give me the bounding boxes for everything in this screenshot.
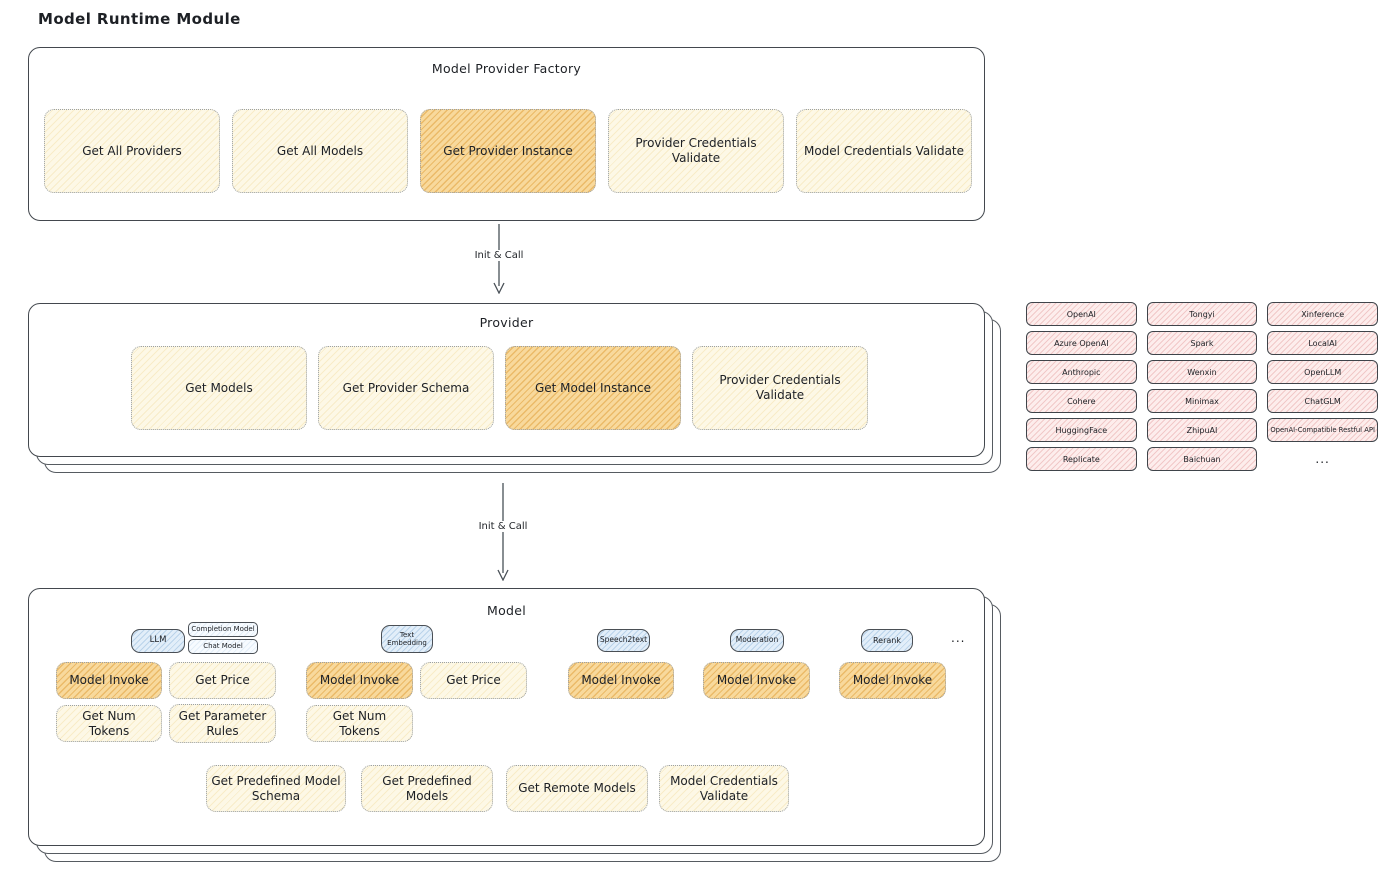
tag-chat-model: Chat Model [188,639,258,654]
node-model-credentials-validate: Model Credentials Validate [796,109,972,193]
provider-chip-cohere: Cohere [1026,389,1137,413]
tag-llm: LLM [131,629,185,653]
node-llm-get-price: Get Price [169,662,276,699]
provider-chip-anthropic: Anthropic [1026,360,1137,384]
model-types-more-ellipsis: ... [951,631,966,645]
tag-speech2text: Speech2text [597,629,650,652]
node-get-model-instance: Get Model Instance [505,346,681,430]
node-llm-model-invoke: Model Invoke [56,662,162,699]
providers-grid: OpenAI Tongyi Xinference Azure OpenAI Sp… [1026,302,1378,471]
provider-chip-chatglm: ChatGLM [1267,389,1378,413]
tag-rerank: Rerank [861,629,913,652]
node-moderation-model-invoke: Model Invoke [703,662,810,699]
tag-moderation: Moderation [730,629,784,652]
node-speech2text-model-invoke: Model Invoke [568,662,674,699]
page-title: Model Runtime Module [38,10,241,28]
provider-chip-azure-openai: Azure OpenAI [1026,331,1137,355]
node-get-all-models: Get All Models [232,109,408,193]
provider-chip-xinference: Xinference [1267,302,1378,326]
node-embedding-model-invoke: Model Invoke [306,662,413,699]
tag-completion-model: Completion Model [188,622,258,637]
node-get-remote-models: Get Remote Models [506,765,648,812]
model-panel: Model LLM Completion Model Chat Model Te… [28,588,985,846]
provider-chip-localai: LocalAI [1267,331,1378,355]
provider-chip-openai: OpenAI [1026,302,1137,326]
node-get-provider-schema: Get Provider Schema [318,346,494,430]
provider-chip-openai-compatible: OpenAI-Compatible Restful API [1267,418,1378,442]
node-llm-get-num-tokens: Get Num Tokens [56,705,162,742]
node-get-provider-instance: Get Provider Instance [420,109,596,193]
node-embedding-get-num-tokens: Get Num Tokens [306,705,413,742]
provider-chip-wenxin: Wenxin [1146,360,1258,384]
node-get-models: Get Models [131,346,307,430]
tag-text-embedding: Text Embedding [381,625,433,653]
model-panel-title: Model [486,603,527,618]
node-embedding-get-price: Get Price [420,662,527,699]
provider-chip-zhipuai: ZhipuAI [1146,418,1258,442]
node-get-predefined-model-schema: Get Predefined Model Schema [206,765,346,812]
provider-panel-title: Provider [479,315,534,330]
node-get-all-providers: Get All Providers [44,109,220,193]
node-provider-credentials-validate-2: Provider Credentials Validate [692,346,868,430]
provider-chip-spark: Spark [1146,331,1258,355]
provider-chip-minimax: Minimax [1146,389,1258,413]
provider-chip-openllm: OpenLLM [1267,360,1378,384]
arrow-down-icon [497,483,509,581]
node-provider-credentials-validate: Provider Credentials Validate [608,109,784,193]
arrow-label-init-call-2: Init & Call [475,521,531,532]
providers-more-ellipsis: ... [1315,452,1330,466]
provider-panel: Provider Get Models Get Provider Schema … [28,303,985,457]
provider-chip-tongyi: Tongyi [1146,302,1258,326]
provider-chip-baichuan: Baichuan [1146,447,1258,471]
factory-panel-title: Model Provider Factory [431,61,582,76]
node-llm-get-parameter-rules: Get Parameter Rules [169,704,276,743]
factory-panel: Model Provider Factory Get All Providers… [28,47,985,221]
provider-chip-replicate: Replicate [1026,447,1137,471]
node-rerank-model-invoke: Model Invoke [839,662,946,699]
node-get-predefined-models: Get Predefined Models [361,765,493,812]
node-model-credentials-validate-2: Model Credentials Validate [659,765,789,812]
arrow-label-init-call-1: Init & Call [471,250,527,261]
provider-chip-huggingface: HuggingFace [1026,418,1137,442]
